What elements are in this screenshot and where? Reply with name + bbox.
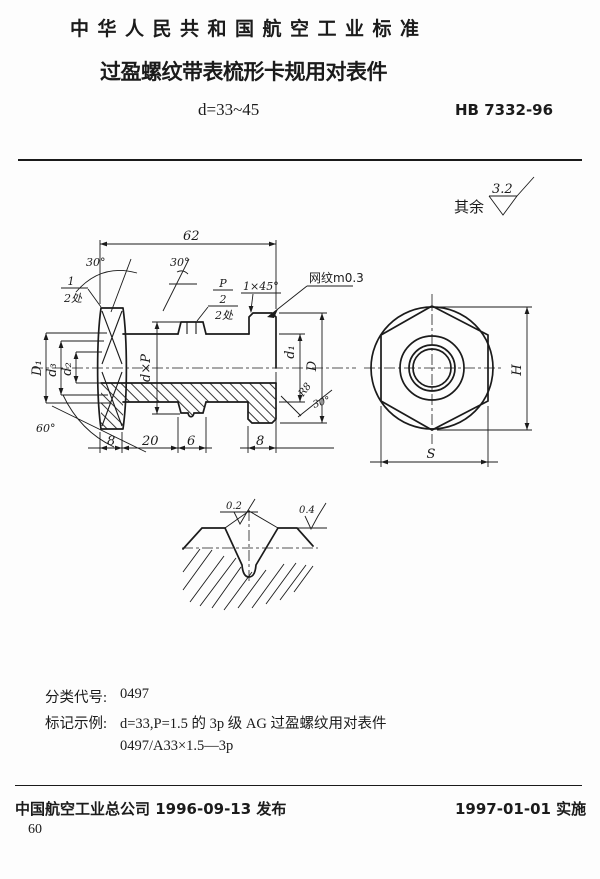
root-angle-value: 30° — [312, 395, 332, 411]
bore-circle — [412, 348, 452, 388]
dim-hex-height: H — [437, 306, 532, 431]
dim-left-angle: 30° 1 2处 — [61, 256, 138, 313]
knurl-pattern — [101, 310, 123, 427]
standard-number: HB 7332-96 — [455, 101, 554, 119]
thread-profile-outline — [182, 527, 314, 578]
roughness-02-value: 0.2 — [226, 501, 242, 512]
flange-angle-value: 60° — [36, 422, 56, 435]
classification-label: 分类代号: — [45, 690, 108, 706]
dim-flange-angle: 60° — [36, 394, 147, 453]
groove-note-den: 2 — [219, 293, 227, 306]
width-2: 20 — [141, 434, 159, 449]
dim-d1: d₁ — [279, 333, 305, 403]
dim-S-label: S — [427, 447, 436, 462]
marking-example-line1: d=33,P=1.5 的 3p 级 AG 过盈螺纹用对表件 — [120, 716, 387, 732]
width-1: 8 — [107, 434, 115, 449]
angle-left-value: 30° — [86, 256, 106, 269]
section-hatch — [101, 383, 276, 429]
knurl-label: 网纹m0.3 — [309, 271, 364, 285]
dim-dxP: d×P — [139, 321, 180, 415]
groove-note-num: P — [218, 277, 227, 290]
section-view: 62 30° 1 2处 30° P 2 2处 1× — [30, 229, 364, 453]
dim-d2-label: d₂ — [60, 362, 75, 376]
hex-end-view: H S — [364, 294, 532, 467]
angle-mid-value: 30° — [170, 256, 190, 269]
chamfer-note-num: 1 — [68, 275, 75, 288]
dim-D1: D₁ — [30, 332, 111, 404]
footer-rule — [15, 785, 582, 786]
theoretical-crest — [224, 510, 279, 529]
dim-d1-label: d₁ — [283, 345, 298, 359]
dim-D1-label: D₁ — [30, 360, 45, 377]
engineering-drawing: 其余 3.2 — [30, 176, 535, 611]
bore-chamfer-circle — [408, 344, 456, 392]
chamfer-note-den: 2处 — [63, 292, 83, 305]
dim-across-flats: S — [370, 406, 498, 467]
roughness-02: 0.2 — [220, 498, 258, 525]
dim-D: D — [279, 312, 327, 424]
marking-example-line2: 0497/A33×1.5—3p — [120, 738, 234, 754]
knurl-callout: 网纹m0.3 — [267, 271, 364, 318]
dim-widths: 8 20 6 8 — [88, 372, 334, 453]
page-number: 60 — [28, 822, 42, 837]
document-title: 过盈螺纹带表梳形卡规用对表件 — [100, 60, 388, 84]
shaft-circle — [399, 335, 465, 401]
dim-length-value: 62 — [183, 229, 200, 244]
marking-example-label: 标记示例: — [45, 716, 108, 732]
dim-root-radius: R8 30° — [280, 381, 333, 418]
implementation-date: 1997-01-01 实施 — [455, 800, 587, 818]
width-3: 6 — [187, 434, 195, 449]
standard-body-line: 中华人民共和国航空工业标准 — [70, 18, 428, 40]
dim-chamfer: 1×45° — [241, 280, 281, 313]
detail-hatch — [182, 548, 314, 611]
roughness-note-label: 其余 — [454, 198, 484, 216]
dim-thread-angle: 30° P 2 2处 — [162, 256, 238, 322]
dim-H-label: H — [510, 364, 525, 377]
roughness-04: 0.4 — [297, 502, 327, 531]
classification-value: 0497 — [120, 686, 149, 702]
size-range-subtitle: d=33~45 — [198, 100, 260, 119]
roughness-check-icon — [488, 176, 535, 216]
knurled-flange — [96, 307, 128, 430]
general-roughness-note: 其余 3.2 — [454, 176, 535, 216]
width-4: 8 — [256, 434, 264, 449]
dim-dxP-label: d×P — [139, 354, 154, 382]
roughness-04-value: 0.4 — [299, 505, 315, 516]
header-rule — [18, 159, 582, 161]
groove-note-places: 2处 — [214, 309, 234, 322]
dim-overall-length: 62 — [99, 229, 277, 309]
chamfer-value: 1×45° — [243, 280, 279, 293]
dim-d3-label: d₃ — [45, 363, 60, 377]
dim-D-label: D — [305, 360, 320, 372]
thread-profile-detail: 0.2 0.4 — [182, 498, 327, 611]
dim-d2: d₂ — [60, 351, 104, 384]
flange-od-circle — [370, 306, 494, 430]
dim-d3: d₃ — [45, 340, 108, 396]
issuing-body-date: 中国航空工业总公司 1996-09-13 发布 — [15, 800, 287, 818]
roughness-note-value: 3.2 — [492, 182, 513, 197]
